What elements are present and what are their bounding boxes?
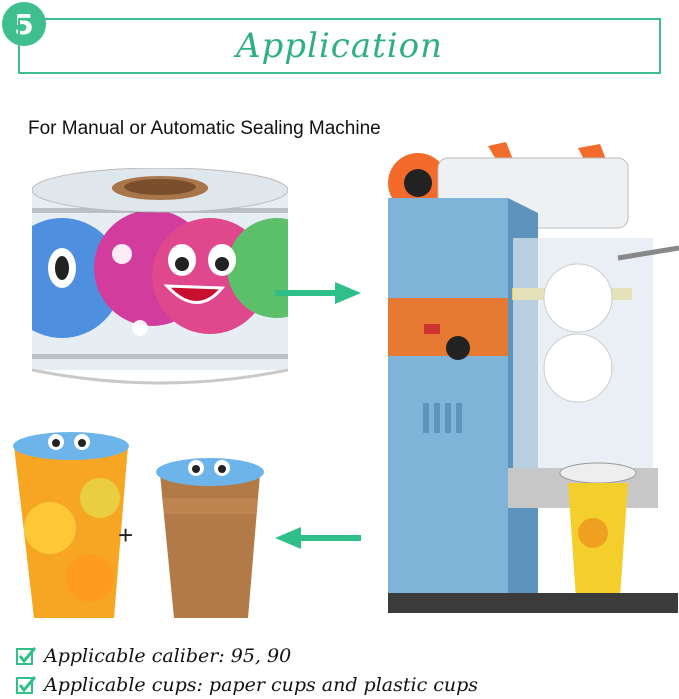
sealing-film-roll-image <box>32 168 288 385</box>
title-box: Application <box>18 18 661 74</box>
feature-item-caliber: Applicable caliber: 95, 90 <box>16 645 291 667</box>
feature-text: Applicable caliber: 95, 90 <box>44 645 292 667</box>
check-icon <box>16 647 36 665</box>
feature-item-cups: Applicable cups: paper cups and plastic … <box>16 674 478 696</box>
arrow-right-icon <box>275 282 361 304</box>
plus-sign: + <box>118 520 134 550</box>
page-title: Application <box>235 26 444 66</box>
arrow-left-icon <box>275 527 361 549</box>
check-icon <box>16 676 36 694</box>
sealing-machine-image <box>388 142 679 613</box>
sealed-cups-image <box>13 432 264 618</box>
subtitle: For Manual or Automatic Sealing Machine <box>28 118 381 139</box>
feature-text: Applicable cups: paper cups and plastic … <box>44 674 479 696</box>
